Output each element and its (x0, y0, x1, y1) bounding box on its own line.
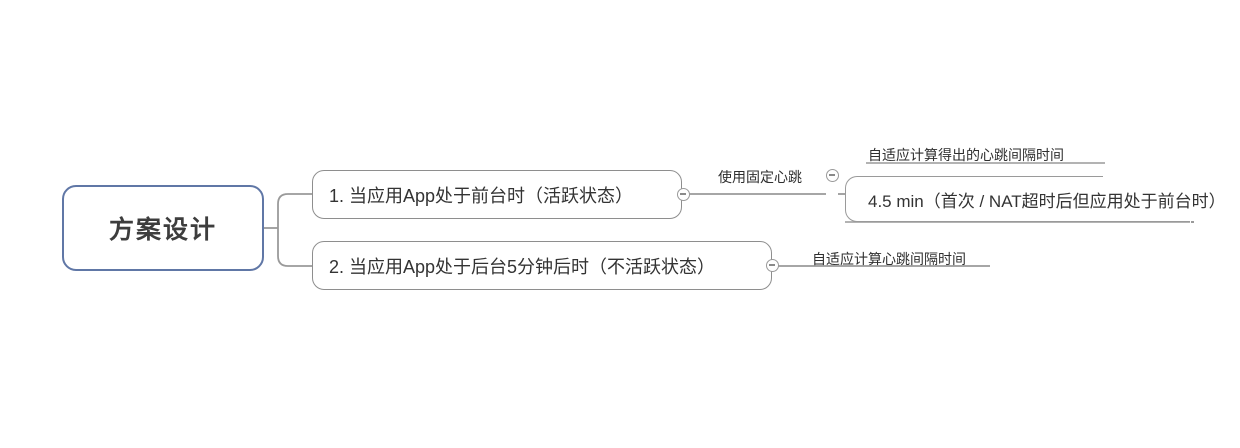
branch-node-1-label: 1. 当应用App处于前台时（活跃状态） (329, 185, 634, 206)
connector-root-to-branch-1 (277, 193, 312, 228)
minus-icon (769, 264, 776, 266)
collapse-toggle-branch-1[interactable] (677, 188, 690, 201)
root-node[interactable]: 方案设计 (62, 185, 264, 271)
minus-icon (680, 193, 687, 195)
minus-icon (829, 174, 836, 176)
collapse-toggle-leaf-1[interactable] (826, 169, 839, 182)
edge-label-branch-2: 自适应计算心跳间隔时间 (812, 251, 966, 267)
root-node-label: 方案设计 (108, 216, 217, 244)
leaf-node-1-label: 4.5 min（首次 / NAT超时后但应用处于前台时） (868, 191, 1226, 211)
leaf-node-1[interactable]: 4.5 min（首次 / NAT超时后但应用处于前台时） (845, 175, 1226, 223)
branch-node-2-label: 2. 当应用App处于后台5分钟后时（不活跃状态） (329, 256, 716, 277)
edge-label-leaf-1: 自适应计算得出的心跳间隔时间 (868, 147, 1064, 163)
connector-root-to-branch-2 (277, 228, 312, 267)
branch-node-2[interactable]: 2. 当应用App处于后台5分钟后时（不活跃状态） (312, 241, 772, 290)
branch-node-1[interactable]: 1. 当应用App处于前台时（活跃状态） (312, 170, 682, 219)
edge-label-branch-1: 使用固定心跳 (718, 169, 802, 185)
collapse-toggle-branch-2[interactable] (766, 259, 779, 272)
